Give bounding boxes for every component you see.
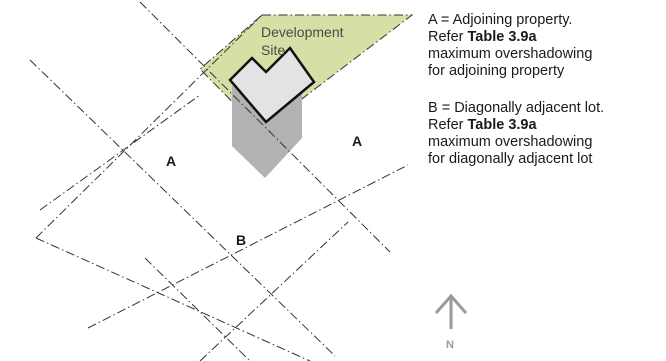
legend-a-line2: Refer Table 3.9a <box>428 29 664 46</box>
legend-a-refer: Refer <box>428 29 468 45</box>
building-shadow <box>232 86 302 178</box>
legend-b-line4: for diagonally adjacent lot <box>428 151 593 167</box>
lot-line <box>29 59 336 357</box>
legend-b-table-ref: Table 3.9a <box>467 117 537 133</box>
site-label-line1: Development <box>261 24 344 40</box>
lot-label-b: B <box>236 232 246 248</box>
lot-line <box>144 257 251 361</box>
lot-label-a-left: A <box>166 153 176 169</box>
legend-a: A = Adjoining property. Refer Table 3.9a… <box>428 12 664 80</box>
legend-a-table-ref: Table 3.9a <box>467 29 537 45</box>
lot-label-a-right: A <box>352 133 362 149</box>
north-label: N <box>446 339 454 351</box>
lot-line <box>35 14 263 239</box>
legend-b-line3: maximum overshadowing <box>428 134 593 150</box>
legend-a-line1: A = Adjoining property. <box>428 12 573 28</box>
building-footprint <box>228 46 316 124</box>
lot-line <box>35 237 311 361</box>
legend-b: B = Diagonally adjacent lot. Refer Table… <box>428 100 664 168</box>
lot-line <box>199 221 349 361</box>
site-label-line2: Site <box>261 42 285 58</box>
legend-b-line1: B = Diagonally adjacent lot. <box>428 100 605 116</box>
legend-a-line3: maximum overshadowing <box>428 46 593 62</box>
legend-a-line4: for adjoining property <box>428 63 565 79</box>
lot-line <box>87 164 409 329</box>
lot-boundary-lines <box>29 1 409 361</box>
north-arrow-icon <box>434 293 468 329</box>
legend-b-line2: Refer Table 3.9a <box>428 117 664 134</box>
legend-b-refer: Refer <box>428 117 468 133</box>
